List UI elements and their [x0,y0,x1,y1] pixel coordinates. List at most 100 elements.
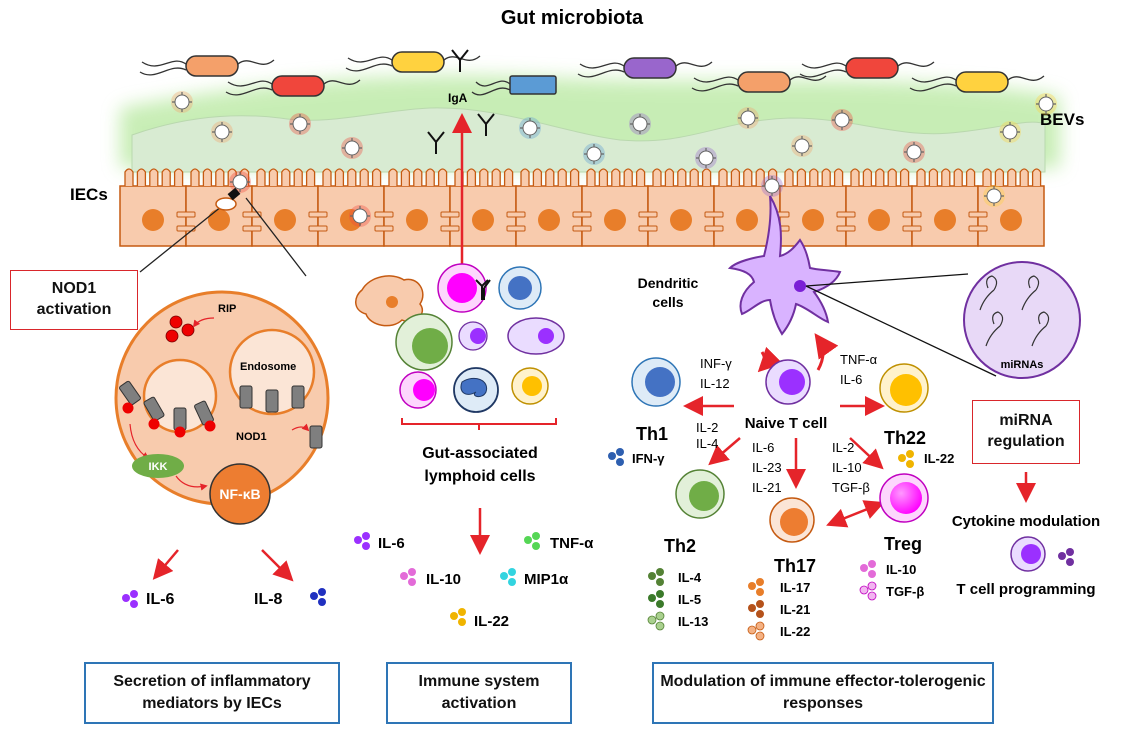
th1-cytokine: IFN-γ [632,451,665,466]
epithelial-cell [836,168,913,247]
immune-cytokine-tnfa: TNF-α [550,535,594,552]
bev-vesicles [169,91,1057,409]
signal-il6-th22: IL-6 [840,372,862,387]
signal-il23: IL-23 [752,460,782,475]
bacterium-icon [691,71,827,93]
antibody-icon [477,113,495,136]
epithelial-cell [902,168,979,247]
cytokine-cluster-icon [400,568,416,586]
immune-cytokine-mip1a: MIP1α [524,571,569,588]
nod1-box-line2: activation [36,301,112,318]
mirna-box-line2: regulation [987,433,1065,450]
nod1-pathway [114,290,330,525]
signal-il2-th2: IL-2 [696,420,718,435]
signal-il4-th2: IL-4 [696,436,718,451]
cytokine-modulation-label: Cytokine modulation [952,513,1100,530]
rip-label: RIP [218,303,236,315]
epithelial-cell [119,168,187,247]
bev-vesicle-icon [341,137,363,159]
nfkb-label: NF-κB [219,486,260,502]
bev-vesicle-icon [171,91,193,113]
treg-label: Treg [884,534,922,554]
bacterium-icon [909,71,1045,93]
cytokine-cluster-icon [748,600,764,618]
cytokine-cluster-icon [310,588,326,606]
cytokine-cluster-icon [898,450,914,468]
th2-cytokine-il5: IL-5 [678,592,701,607]
mirna-box-line1: miRNA [999,412,1053,430]
treg-cytokine-tgf-beta: TGF-β [886,584,924,599]
th2-cytokine-il4: IL-4 [678,570,702,585]
th17-label: Th17 [774,556,816,576]
cytokine-cluster-icon [748,578,764,596]
cytokine-cluster-icon [859,581,877,601]
cytokine-cluster-icon [500,568,516,586]
bev-vesicle-icon [519,117,541,139]
cytokine-cluster-icon [860,560,876,578]
signal-tnf-alpha: TNF-α [840,352,878,367]
bev-vesicle-icon [695,147,717,169]
epithelial-cell [308,168,385,247]
mirna-circle [963,261,1081,379]
signal-tgf-beta-treg: TGF-β [832,480,870,495]
th17-cytokine-il17: IL-17 [780,580,810,595]
epithelial-cell [638,168,715,247]
epithelial-cell [506,168,583,247]
nod1-activation-box: NOD1 activation [10,270,138,330]
bacterium-icon [471,75,557,96]
bacterium-icon [799,57,935,79]
bacteria-group [139,51,1045,97]
epithelial-cell [440,168,517,247]
immune-activation-box: Immune system activation [386,662,572,724]
bev-vesicle-icon [761,175,783,197]
th22-label: Th22 [884,428,926,448]
cytokine-cluster-icon [354,532,370,550]
epithelial-cell [704,168,781,247]
secretion-box: Secretion of inflammatory mediators by I… [84,662,340,724]
epithelial-cell [770,168,847,247]
signal-il6-th17: IL-6 [752,440,774,455]
cytokine-cluster-icon [647,611,665,631]
th1-label: Th1 [636,424,668,444]
bacterium-icon [139,55,275,77]
bev-vesicle-icon [831,109,853,131]
bev-vesicle-icon [211,121,233,143]
signal-il12: IL-12 [700,376,730,391]
lymphoid-cells [355,263,565,413]
rip-dot [181,323,195,337]
th2-cytokine-il13: IL-13 [678,614,708,629]
mirna-regulation-box: miRNA regulation [972,400,1080,464]
epithelial-cell [968,168,1045,247]
cytokine-cluster-icon [122,590,138,608]
cytokine-cluster-icon [648,568,664,586]
epithelial-cell [572,168,649,247]
dendritic-label-1: Dendritic [638,275,699,291]
cytokine-cluster-icon [524,532,540,550]
bev-vesicle-icon [349,205,371,227]
nod1-label: NOD1 [236,431,267,443]
dendritic-label-2: cells [652,294,683,310]
ikk-label: IKK [149,461,168,473]
cytokine-cluster-icon [747,621,765,641]
cytokine-cluster-icon [450,608,466,626]
bev-vesicle-icon [229,171,251,193]
iec-cytokine-il8: IL-8 [254,591,283,608]
bev-vesicle-icon [289,113,311,135]
antibody-icon [427,131,445,154]
naive-t-cell-label: Naive T cell [745,415,828,432]
bev-vesicle-icon [983,185,1005,207]
antibody-icon [451,49,469,72]
bev-vesicle-icon [737,107,759,129]
immune-cytokine-il10: IL-10 [426,571,461,588]
th17-cytokine-il21: IL-21 [780,602,810,617]
bev-vesicle-icon [583,143,605,165]
endosome-label: Endosome [240,361,296,373]
epithelial-cell [176,168,253,247]
cytokine-cluster-icon [1058,548,1074,566]
bevs-label: BEVs [1040,110,1084,129]
rip-dot [165,329,179,343]
mirna-hairpin-icon [979,275,1050,347]
bacterium-icon [345,51,481,73]
